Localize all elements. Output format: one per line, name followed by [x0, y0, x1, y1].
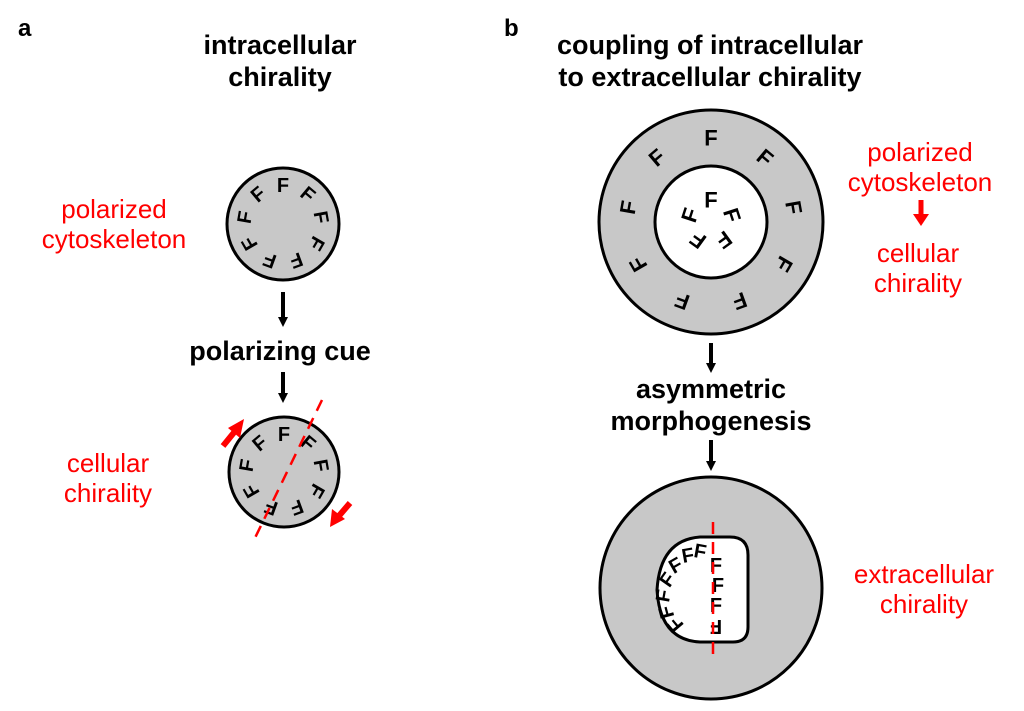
panel-a: a intracellular chirality polarized cyto…: [18, 15, 371, 541]
panel-a-top-glyph-8: F: [234, 209, 258, 225]
panel-a-letter: a: [18, 15, 32, 42]
panel-b-label-cellular: cellular: [877, 238, 960, 268]
panel-b-outer-glyph-1: F: [704, 126, 717, 151]
panel-a-title-line-2: chirality: [228, 62, 332, 92]
panel-a-axis-dashed: [252, 399, 324, 541]
panel-b-outer-glyph-3: F: [780, 199, 807, 217]
panel-b-label-chirality: chirality: [874, 268, 962, 298]
panel-b-bottom-glyph-1: F: [692, 540, 708, 564]
panel-b-title-line-2: to extracellular chirality: [558, 62, 861, 92]
panel-a-label-chirality: chirality: [64, 478, 152, 508]
panel-a-title-line-1: intracellular: [203, 30, 357, 60]
panel-b-cell-inner-top: [653, 164, 769, 280]
panel-a-red-arrow-up: [220, 419, 244, 448]
panel-b-label-cytoskeleton: cytoskeleton: [848, 167, 993, 197]
panel-b-bottom-glyph-10: F: [710, 595, 722, 617]
panel-a-cell-bottom: [227, 415, 341, 529]
panel-b-title-line-1: coupling of intracellular: [557, 30, 864, 60]
panel-b-letter: b: [504, 15, 519, 42]
panel-b-bottom-glyph-11: F: [710, 615, 722, 637]
panel-a-label-polarized: polarized: [61, 194, 167, 224]
panel-b-outer-glyph-8: F: [615, 199, 642, 217]
panel-b-step-line-1: asymmetric: [636, 374, 786, 404]
panel-a-bottom-glyph-3: F: [309, 458, 333, 474]
panel-b-red-arrow: [913, 200, 929, 226]
panel-a-bottom-glyph-1: F: [278, 424, 290, 446]
panel-a-cell-top: [225, 166, 341, 282]
panel-b-label-extracellular: extracellular: [854, 559, 995, 589]
panel-b-bottom-glyph-6: F: [655, 603, 679, 620]
panel-a-bottom-glyph-8: F: [236, 458, 260, 474]
panel-b-label-polarized: polarized: [867, 137, 973, 167]
panel-b-bottom-glyph-2: F: [680, 544, 696, 568]
panel-a-red-arrow-down: [330, 501, 353, 527]
panel-a-label-cytoskeleton: cytoskeleton: [42, 224, 187, 254]
panel-b-inner-glyph-1: F: [704, 188, 717, 213]
panel-a-step-polarizing-cue: polarizing cue: [189, 336, 371, 366]
panel-b-bottom-glyph-8: F: [710, 555, 722, 577]
panel-a-top-glyph-1: F: [277, 175, 289, 197]
panel-b-label-chirality-2: chirality: [880, 589, 968, 619]
panel-b-bottom-glyph-9: F: [712, 575, 724, 597]
panel-b-step-line-2: morphogenesis: [610, 406, 811, 436]
panel-b-bottom-glyph-5: F: [652, 588, 676, 604]
panel-a-label-cellular: cellular: [67, 448, 150, 478]
panel-b-cell-inner-bottom: [655, 535, 750, 644]
panel-a-top-glyph-3: F: [309, 209, 333, 225]
panel-b: b coupling of intracellular to extracell…: [504, 15, 995, 701]
